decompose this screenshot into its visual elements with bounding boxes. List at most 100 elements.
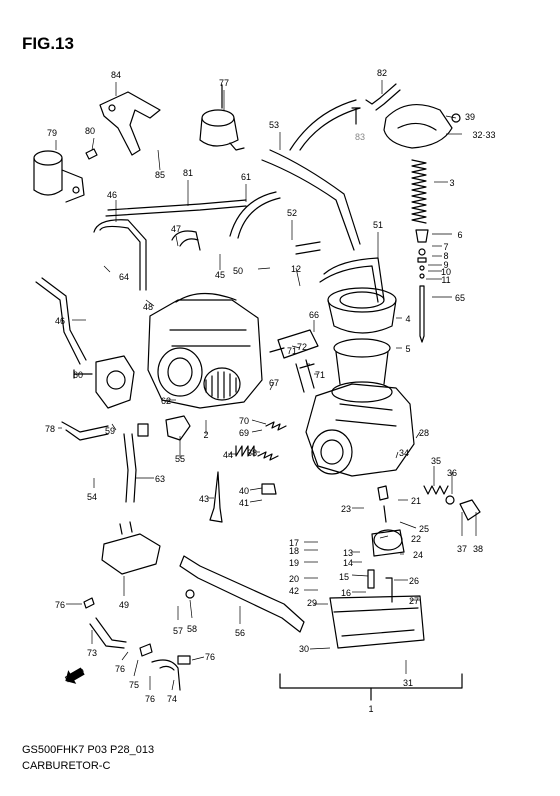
callout-82: 82 xyxy=(377,68,387,78)
callout-83: 83 xyxy=(355,132,365,142)
callout-31: 31 xyxy=(403,678,413,688)
callout-13: 13 xyxy=(343,548,353,558)
diaphragm-cap-part xyxy=(365,83,461,149)
clamp-76-part xyxy=(83,597,95,609)
fitting-64-part xyxy=(137,423,149,437)
callout-18: 18 xyxy=(289,546,299,556)
callout-20: 20 xyxy=(289,574,299,584)
callout-49: 49 xyxy=(119,600,129,610)
callout-85: 85 xyxy=(155,170,165,180)
callout-14: 14 xyxy=(343,558,353,568)
fitting-75-part xyxy=(139,643,153,657)
callout-6: 6 xyxy=(457,230,462,240)
diagram-code: GS500FHK7 P03 P28_013 xyxy=(22,744,155,756)
callout-73: 73 xyxy=(87,648,97,658)
callout-24: 24 xyxy=(413,550,423,560)
callout-71: 71 xyxy=(287,346,297,356)
spring-44-part xyxy=(235,445,255,457)
washer-36-part xyxy=(445,495,455,505)
callout-46: 46 xyxy=(107,190,117,200)
washer-58-part xyxy=(185,589,195,599)
callout-26: 26 xyxy=(409,576,419,586)
callout-75: 75 xyxy=(129,680,139,690)
callout-81: 81 xyxy=(183,168,193,178)
callout-41: 41 xyxy=(239,498,249,508)
callout-47: 47 xyxy=(171,224,181,234)
callout-37: 37 xyxy=(457,544,467,554)
callout-9: 9 xyxy=(443,260,448,270)
callout-7: 7 xyxy=(443,242,448,252)
callout-3: 3 xyxy=(449,178,454,188)
callout-17: 17 xyxy=(289,538,299,548)
callout-4: 4 xyxy=(405,314,410,324)
float-bowl-part xyxy=(329,485,425,649)
callout-52: 52 xyxy=(287,208,297,218)
callout-25: 25 xyxy=(419,524,429,534)
callout-46: 46 xyxy=(55,316,65,326)
spring-69-part xyxy=(265,421,287,431)
callout-63: 63 xyxy=(155,474,165,484)
callout-27: 27 xyxy=(409,596,419,606)
spring-3-part xyxy=(411,159,427,224)
callout-43: 43 xyxy=(199,494,209,504)
callout-44: 44 xyxy=(223,450,233,460)
callout-34: 34 xyxy=(399,448,409,458)
callout-71: 71 xyxy=(315,370,325,380)
callout-22: 22 xyxy=(411,534,421,544)
callout-79: 79 xyxy=(47,128,57,138)
clamp-76b-part xyxy=(177,655,191,665)
callout-36: 36 xyxy=(447,468,457,478)
hose-routing xyxy=(35,99,385,649)
callout-23: 23 xyxy=(341,504,351,514)
bracket-84-part xyxy=(99,91,161,156)
screw-43-part xyxy=(209,471,223,523)
callout-72: 72 xyxy=(297,342,307,352)
figure-title: FIG.13 xyxy=(22,34,74,53)
callout-60: 60 xyxy=(73,370,83,380)
fuel-filter-77-part xyxy=(199,84,245,151)
callout-54: 54 xyxy=(87,492,97,502)
callout-39: 39 xyxy=(465,112,475,122)
callout-66: 66 xyxy=(309,310,319,320)
callout-16: 16 xyxy=(341,588,351,598)
callout-19: 19 xyxy=(289,558,299,568)
callout-70: 70 xyxy=(239,416,249,426)
plug-40-part xyxy=(261,483,277,495)
throttle-lever-part xyxy=(73,355,135,409)
callout-80: 80 xyxy=(85,126,95,136)
callout-32-33: 32·33 xyxy=(472,130,495,140)
callout-12: 12 xyxy=(291,264,301,274)
callout-53: 53 xyxy=(269,120,279,130)
bolt-80-part xyxy=(85,148,98,160)
callout-51: 51 xyxy=(373,220,383,230)
callout-78: 78 xyxy=(45,424,55,434)
callout-76: 76 xyxy=(55,600,65,610)
valve-49-part xyxy=(101,521,161,575)
callout-35: 35 xyxy=(431,456,441,466)
callout-40: 40 xyxy=(239,486,249,496)
needle-set-part xyxy=(415,229,429,343)
clip-55-part xyxy=(165,415,191,441)
callout-48: 48 xyxy=(143,302,153,312)
callout-77: 77 xyxy=(219,78,229,88)
callout-74: 74 xyxy=(167,694,177,704)
callout-28: 28 xyxy=(419,428,429,438)
assembly-bracket xyxy=(279,673,463,689)
callout-76: 76 xyxy=(205,652,215,662)
callout-76: 76 xyxy=(115,664,125,674)
plate-56-part xyxy=(179,555,305,633)
callout-65: 65 xyxy=(455,293,465,303)
forward-arrow-icon: FWD xyxy=(63,665,86,684)
callout-58: 58 xyxy=(187,624,197,634)
screw-37-part xyxy=(459,499,481,521)
callout-42: 42 xyxy=(289,586,299,596)
callout-38: 38 xyxy=(473,544,483,554)
diagram-name: CARBURETOR-C xyxy=(22,760,111,772)
callout-2: 2 xyxy=(203,430,208,440)
right-carburetor-part xyxy=(305,381,415,477)
callout-57: 57 xyxy=(173,626,183,636)
callout-62: 62 xyxy=(161,396,171,406)
